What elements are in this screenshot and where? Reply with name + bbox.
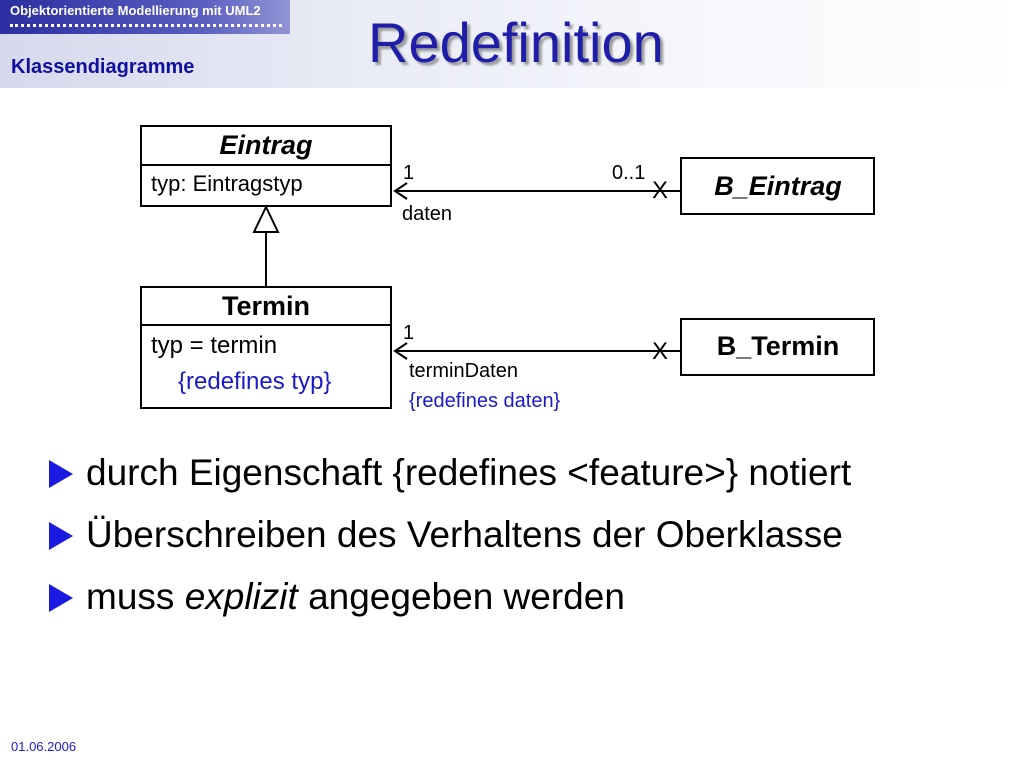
class-termin: Termin typ = termin {redefines typ}: [140, 286, 392, 409]
association-daten-non-navigable-mark: X: [652, 177, 668, 204]
bullet-text-start: muss: [86, 576, 185, 617]
bullet-item: Überschreiben des Verhaltens der Oberkla…: [46, 510, 946, 560]
class-eintrag-attribute: typ: Eintragstyp: [151, 171, 303, 196]
bullet-text-emphasis: explizit: [184, 576, 298, 617]
association-daten: 1 0..1 X daten: [393, 162, 681, 225]
class-b-termin-name: B_Termin: [717, 331, 840, 361]
bullet-text: Überschreiben des Verhaltens der Oberkla…: [86, 514, 843, 555]
slide-title: Redefinition: [368, 11, 664, 74]
class-eintrag: Eintrag typ: Eintragstyp: [140, 125, 392, 207]
bullet-text-end: angegeben werden: [297, 576, 625, 617]
association-termin-daten-non-navigable-mark: X: [652, 338, 668, 365]
association-termin-daten-arrowhead: [393, 342, 408, 360]
class-termin-name: Termin: [222, 291, 310, 321]
class-termin-attribute: typ = termin: [151, 332, 277, 359]
class-b-termin-box: [680, 318, 875, 376]
uml-class-diagram: Eintrag typ: Eintragstyp Termin typ = te…: [140, 125, 875, 412]
bullet-list: durch Eigenschaft {redefines <feature>} …: [46, 448, 946, 634]
association-termin-daten: 1 X terminDaten {redefines daten}: [393, 322, 681, 412]
class-termin-box: [140, 286, 392, 409]
class-b-termin: B_Termin: [680, 318, 875, 376]
class-b-eintrag-name: B_Eintrag: [714, 171, 842, 201]
triangle-bullet-icon: [49, 584, 73, 612]
association-daten-multiplicity-source: 0..1: [612, 162, 645, 184]
bullet-item: muss explizit angegeben werden: [46, 572, 946, 622]
generalization-arrowhead: [252, 204, 280, 233]
class-b-eintrag: B_Eintrag: [680, 157, 875, 215]
bullet-item: durch Eigenschaft {redefines <feature>} …: [46, 448, 946, 498]
triangle-bullet-icon: [49, 460, 73, 488]
class-b-eintrag-box: [680, 157, 875, 215]
course-banner: Objektorientierte Modellierung mit UML2: [0, 0, 290, 34]
dotted-divider: [10, 24, 282, 27]
association-termin-daten-multiplicity-target: 1: [403, 322, 414, 344]
association-termin-daten-constraint: {redefines daten}: [409, 390, 561, 412]
class-eintrag-name: Eintrag: [219, 130, 313, 160]
association-daten-role: daten: [402, 203, 452, 225]
association-termin-daten-role: terminDaten: [409, 360, 518, 382]
section-title: Klassendiagramme: [11, 56, 195, 78]
course-title: Objektorientierte Modellierung mit UML2: [10, 3, 261, 18]
bullet-text: durch Eigenschaft {redefines <feature>} …: [86, 452, 852, 493]
class-termin-constraint: {redefines typ}: [178, 368, 331, 395]
footer-date: 01.06.2006: [11, 739, 77, 754]
triangle-bullet-icon: [49, 522, 73, 550]
association-daten-arrowhead: [393, 182, 408, 200]
association-daten-multiplicity-target: 1: [403, 162, 414, 184]
